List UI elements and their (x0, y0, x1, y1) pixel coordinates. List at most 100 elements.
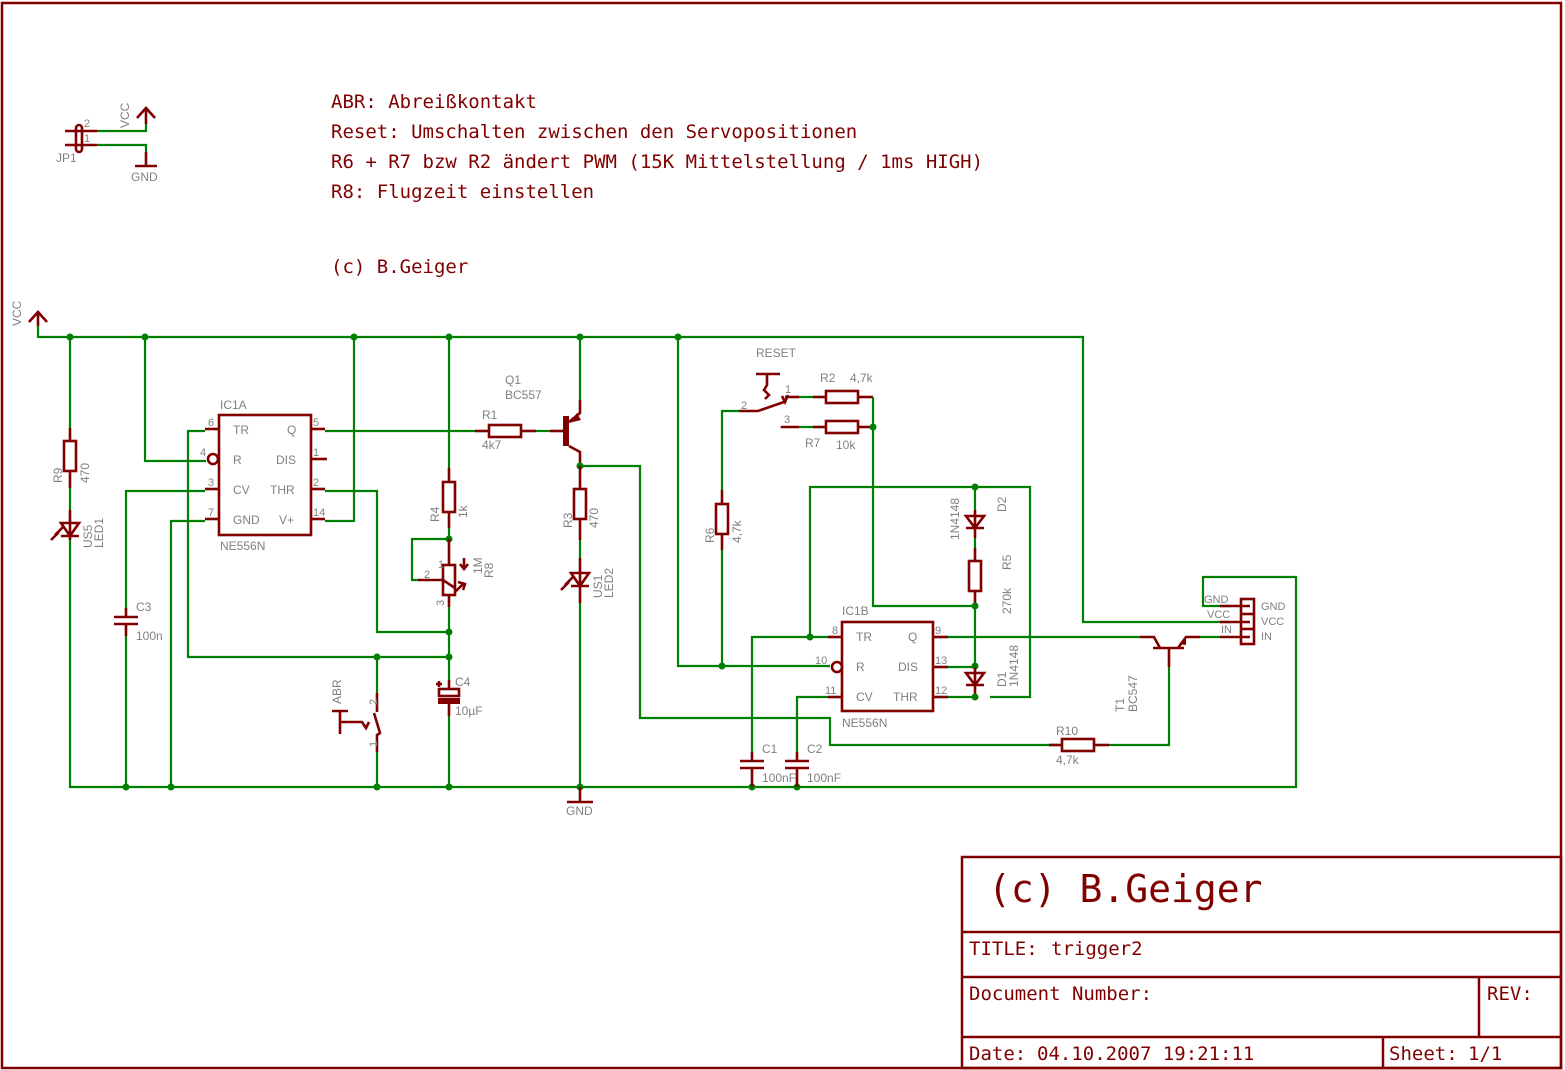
svg-text:DIS: DIS (276, 453, 296, 467)
jp1-label: JP1 (56, 151, 77, 165)
diode-d2[interactable]: 1N4148 D2 (948, 487, 1009, 540)
svg-text:1: 1 (368, 741, 380, 747)
svg-text:VCC: VCC (118, 102, 132, 128)
doc-number-label: Document Number: (969, 983, 1152, 1005)
svg-text:C3: C3 (136, 600, 152, 614)
note-r8: R8: Flugzeit einstellen (331, 181, 594, 203)
svg-text:2: 2 (424, 569, 430, 581)
svg-text:NE556N: NE556N (842, 716, 887, 730)
svg-text:R: R (856, 660, 865, 674)
svg-text:R6: R6 (703, 527, 717, 543)
capacitor-c1[interactable]: C1 100nF (740, 742, 796, 787)
svg-text:R4: R4 (428, 506, 442, 522)
led-led1[interactable]: US5 LED1 (50, 488, 106, 548)
svg-text:THR: THR (270, 483, 295, 497)
title-block: (c) B.Geiger TITLE: trigger2 Document Nu… (960, 855, 1563, 1070)
svg-text:ABR: ABR (330, 679, 344, 704)
emitter-arrow-icon (1179, 637, 1186, 645)
svg-text:3: 3 (784, 414, 790, 426)
vcc-net: VCC (10, 300, 1230, 624)
gnd-net: GND (68, 540, 1298, 818)
resistor-r5[interactable]: R5 270k (967, 538, 1014, 666)
svg-text:R2: R2 (820, 371, 836, 385)
svg-text:5: 5 (313, 417, 319, 429)
svg-text:Q: Q (287, 423, 296, 437)
diode-d1[interactable]: D1 1N4148 (963, 645, 1021, 701)
vcc-arrow-icon (28, 310, 48, 326)
svg-text:270k: 270k (1000, 587, 1014, 614)
svg-text:1: 1 (84, 133, 90, 145)
svg-text:12: 12 (935, 685, 947, 697)
svg-text:BC557: BC557 (505, 388, 542, 402)
r2-r7-net (871, 397, 975, 608)
svg-text:10k: 10k (836, 438, 856, 452)
capacitor-c4[interactable]: C4 10µF (436, 675, 483, 787)
svg-text:C2: C2 (807, 742, 823, 756)
resistor-r9[interactable]: R9 470 (51, 337, 92, 488)
svg-text:D2: D2 (995, 496, 1009, 512)
switch-reset[interactable]: RESET 1 2 3 (739, 346, 799, 429)
svg-text:10µF: 10µF (455, 704, 483, 718)
svg-text:4: 4 (200, 447, 206, 459)
svg-text:1k: 1k (456, 504, 470, 518)
svg-text:2: 2 (313, 477, 319, 489)
ic1a[interactable]: IC1A NE556N 6 4 3 7 5 1 2 14 TR R CV GND… (200, 398, 327, 553)
led-led2[interactable]: US1 LED2 (560, 540, 616, 787)
resistor-r1[interactable]: R1 4k7 (475, 408, 550, 452)
svg-text:13: 13 (935, 655, 947, 667)
resistor-r6[interactable]: R6 4,7k (703, 490, 744, 666)
svg-text:TR: TR (856, 630, 872, 644)
svg-text:1N4148: 1N4148 (1007, 645, 1021, 687)
vcc-arrow-icon (136, 106, 156, 124)
svg-text:7: 7 (208, 507, 214, 519)
note-abr: ABR: Abreißkontakt (331, 91, 537, 113)
ic1b[interactable]: IC1B NE556N 8 10 11 9 13 12 TR R CV Q DI… (815, 604, 948, 730)
svg-text:9: 9 (935, 625, 941, 637)
svg-text:GND: GND (1261, 601, 1286, 613)
title-label: TITLE: (969, 938, 1038, 960)
svg-text:1: 1 (313, 447, 319, 459)
svg-text:1: 1 (785, 384, 791, 396)
switch-abr[interactable]: 2 1 ABR (330, 657, 382, 787)
svg-text:R9: R9 (51, 467, 65, 483)
sheet-value: 1/1 (1468, 1043, 1502, 1065)
svg-text:LED1: LED1 (92, 518, 106, 548)
potentiometer-r8[interactable]: 1 2 3 1M R8 (410, 528, 496, 680)
transistor-q1[interactable]: Q1 BC557 (505, 337, 582, 466)
capacitor-c3[interactable]: C3 100n (114, 600, 163, 787)
svg-text:V+: V+ (279, 513, 294, 527)
svg-text:100nF: 100nF (762, 771, 796, 785)
svg-text:10: 10 (815, 655, 827, 667)
light-emission-icon (50, 526, 64, 541)
svg-text:GND: GND (566, 804, 593, 818)
svg-text:RESET: RESET (756, 346, 797, 360)
ic1a-wires (124, 337, 475, 787)
svg-text:IC1B: IC1B (842, 604, 869, 618)
svg-text:470: 470 (78, 463, 92, 483)
resistor-r3[interactable]: R3 470 (561, 466, 601, 540)
svg-text:R3: R3 (561, 512, 575, 528)
capacitor-c2[interactable]: C2 100nF (785, 742, 841, 787)
svg-text:14: 14 (313, 507, 325, 519)
resistor-r4[interactable]: R4 1k (428, 337, 470, 528)
rev-label: REV: (1487, 983, 1533, 1005)
jumper-jp1[interactable]: 2 1 JP1 VCC GND (56, 102, 158, 184)
svg-text:R7: R7 (805, 436, 821, 450)
resistor-r7[interactable]: R7 10k (799, 419, 873, 452)
title-block-author: (c) B.Geiger (988, 867, 1263, 911)
servo-connector[interactable]: GND VCC IN GND VCC IN (1204, 594, 1286, 646)
sheet-label: Sheet: (1389, 1043, 1458, 1065)
resistor-r10[interactable]: R10 4,7k (1049, 667, 1171, 767)
svg-text:GND: GND (233, 513, 260, 527)
plus-sign-icon (436, 681, 442, 687)
resistor-r2[interactable]: R2 4,7k (785, 371, 874, 405)
svg-text:T1: T1 (1113, 698, 1127, 712)
title-value: trigger2 (1051, 938, 1143, 960)
svg-text:470: 470 (587, 508, 601, 528)
svg-text:1: 1 (438, 559, 444, 571)
svg-text:VCC: VCC (10, 300, 24, 326)
svg-text:R8: R8 (482, 562, 496, 578)
c2-wire (795, 695, 828, 752)
transistor-t1[interactable]: T1 BC547 (1113, 635, 1220, 712)
